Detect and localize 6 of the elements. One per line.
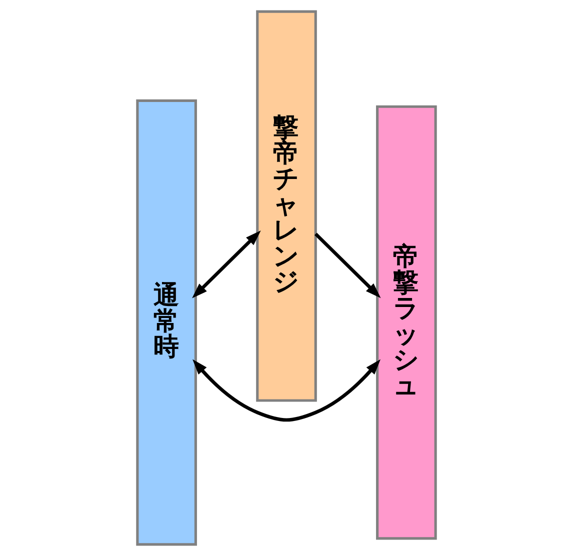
node-box: 帝撃ラッシュ — [376, 105, 436, 540]
arrow — [192, 359, 380, 422]
arrow — [314, 232, 380, 298]
arrow — [192, 230, 260, 298]
node-box: 通常時 — [136, 99, 196, 546]
node-box: 撃帝チャレンジ — [256, 10, 316, 402]
